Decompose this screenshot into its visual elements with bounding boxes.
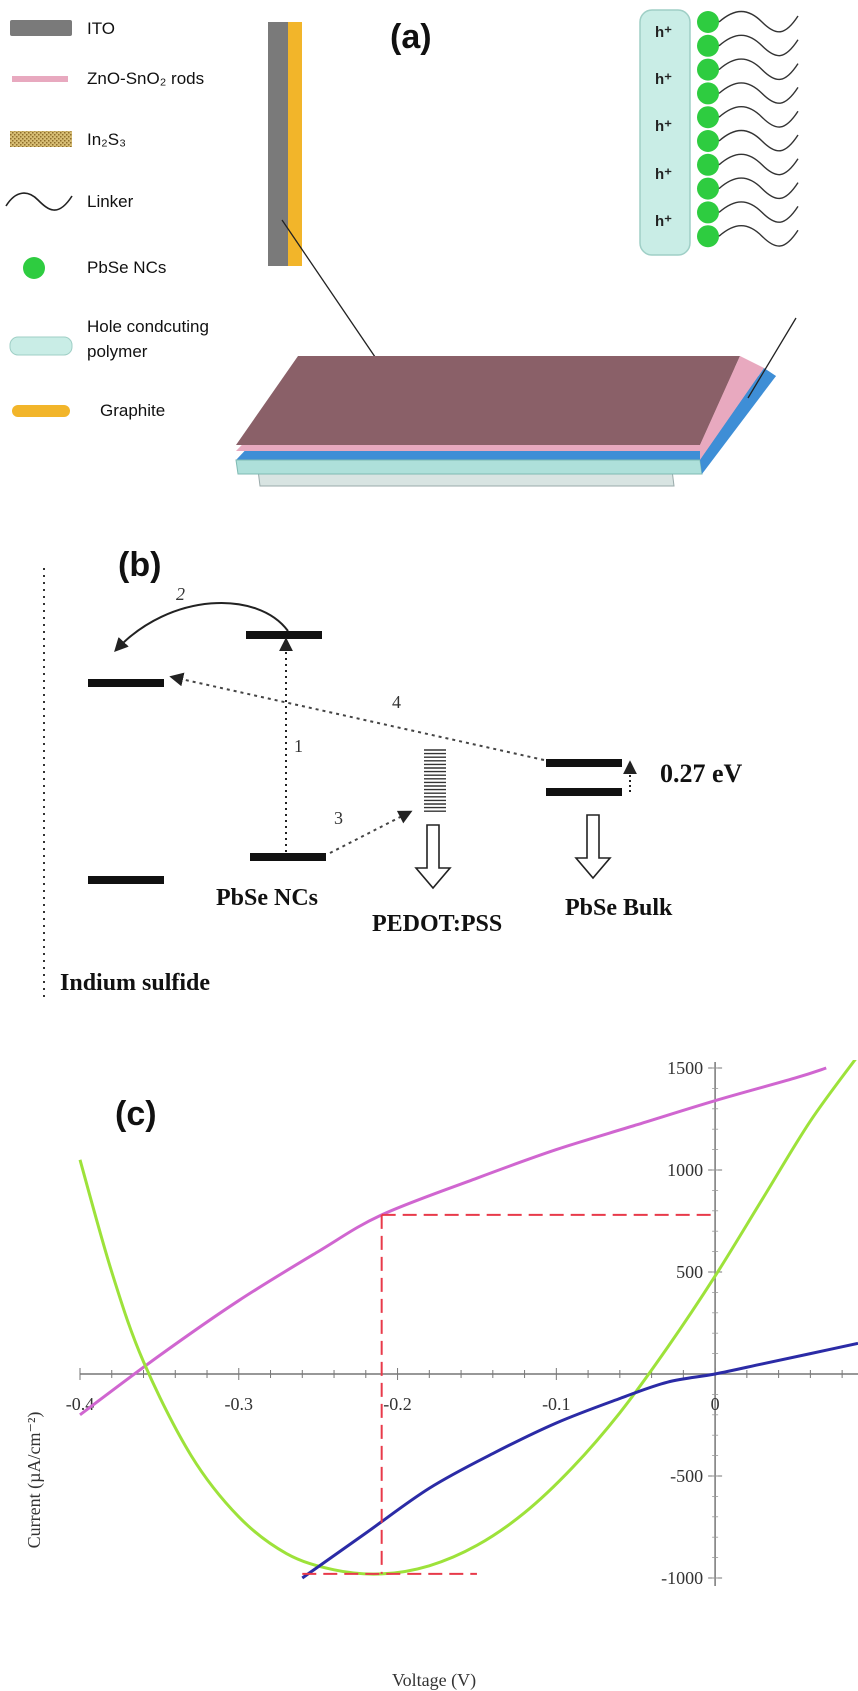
- pbse-nc: [697, 201, 719, 224]
- x-axis-title: Voltage (V): [392, 1670, 476, 1691]
- y-tick-label: -500: [670, 1466, 703, 1486]
- panel-a-figure: ITO ZnO-SnO₂ rods In₂S₃ Linker PbSe NCs …: [5, 9, 799, 487]
- linker-chain: [718, 34, 799, 57]
- x-tick-label: -0.4: [66, 1394, 95, 1414]
- pbse-bulk-down-arrow: [574, 814, 612, 880]
- x-tick-label: -0.2: [383, 1394, 412, 1414]
- panel-b-letter: (b): [118, 546, 161, 584]
- hole-label: h⁺: [655, 118, 672, 135]
- energy-gap-label: 0.27 eV: [660, 759, 743, 788]
- legend-in2s3-label: In₂S₃: [87, 130, 126, 149]
- y-tick-label: 500: [676, 1262, 703, 1282]
- linker-chain: [718, 10, 799, 33]
- legend-ito-label: ITO: [87, 19, 115, 38]
- pointer-line-right: [747, 317, 797, 399]
- panel-c: (c) -0.4 -0.3 -0.2 -0.1 0 -1000 -500 500 1000 150…: [0, 1060, 858, 1691]
- linker-chain: [718, 153, 799, 176]
- linker-chain: [718, 82, 799, 104]
- x-tick-label: -0.1: [542, 1394, 571, 1414]
- ito-swatch: [10, 20, 72, 36]
- pbse-bulk-lower-level: [546, 788, 622, 796]
- pbse-nc: [697, 34, 719, 57]
- graphite-swatch: [12, 405, 70, 417]
- indium-sulfide-cb-level: [88, 679, 164, 687]
- pbse-bulk-caption: PbSe Bulk: [565, 895, 673, 921]
- linker-chain: [718, 129, 799, 152]
- linker-chain: [718, 106, 799, 128]
- linker-chain: [718, 58, 799, 81]
- panel-c-letter: (c): [115, 1095, 157, 1133]
- pedot-levels: [424, 749, 446, 812]
- step-label-1: 1: [294, 736, 303, 756]
- legend: ITO ZnO-SnO₂ rods In₂S₃ Linker PbSe NCs …: [5, 19, 209, 420]
- hole-label: h⁺: [655, 71, 672, 88]
- linker-chains: [718, 10, 799, 247]
- step-label-2: 2: [176, 584, 185, 604]
- pbse-nc: [697, 177, 719, 200]
- chart-layer: -0.4 -0.3 -0.2 -0.1 0 -1000 -500 500 1000 1500: [66, 1060, 858, 1588]
- panel-a-letter: (a): [390, 18, 432, 56]
- x-tick-label: -0.3: [225, 1394, 254, 1414]
- y-tick-label: 1000: [667, 1160, 703, 1180]
- indium-sulfide-vb-level: [88, 876, 164, 884]
- pbse-nc: [697, 106, 719, 129]
- pbse-bulk-upper-level: [546, 759, 622, 767]
- hole-polymer-swatch: [9, 336, 73, 356]
- pbse-ncs-caption: PbSe NCs: [216, 885, 318, 911]
- panel-b: (b) 2 1 4 3 0.27 eV PbSe NCs PEDOT:PSS P…: [0, 540, 858, 1060]
- pbse-nc-upper-level: [246, 631, 322, 639]
- linker-chain: [718, 201, 799, 223]
- series-line-3: [301, 1341, 858, 1580]
- panel-a: ITO ZnO-SnO₂ rods In₂S₃ Linker PbSe NCs …: [0, 0, 858, 540]
- panel-b-figure: (b) 2 1 4 3 0.27 eV PbSe NCs PEDOT:PSS P…: [43, 546, 743, 1002]
- linker-swatch: [5, 192, 73, 211]
- arrow-4: [169, 672, 545, 761]
- pbse-nc: [697, 153, 719, 176]
- pbse-nc: [697, 130, 719, 152]
- pbse-nc-column: [697, 11, 719, 248]
- step-label-4: 4: [392, 692, 401, 712]
- pbse-nc: [697, 225, 719, 248]
- series-line-2: [78, 1060, 857, 1576]
- legend-pbse-ncs-label: PbSe NCs: [87, 258, 166, 277]
- y-axis-title: Current (µA/cm⁻²): [24, 1412, 45, 1549]
- legend-hole-polymer-label-line2: polymer: [87, 342, 148, 361]
- linker-chain: [718, 177, 799, 200]
- pbse-nc-lower-level: [250, 853, 326, 861]
- pbse-nc: [697, 11, 719, 33]
- legend-zno-sno2-label: ZnO-SnO₂ rods: [87, 69, 204, 88]
- pedot-down-arrow: [414, 824, 452, 890]
- legend-hole-polymer-label-line1: Hole condcuting: [87, 317, 209, 336]
- hole-label: h⁺: [655, 24, 672, 41]
- electrode-strip: [268, 22, 302, 266]
- pbse-nc: [697, 82, 719, 105]
- hole-label: h⁺: [655, 166, 672, 183]
- series-line-1: [79, 1066, 827, 1417]
- device-stack: [235, 356, 776, 487]
- x-tick-label: 0: [711, 1394, 720, 1414]
- arrow-3: [329, 810, 413, 854]
- linker-chain: [718, 225, 799, 247]
- arrow-2: [114, 602, 289, 653]
- pedot-caption: PEDOT:PSS: [372, 911, 502, 937]
- y-tick-label: 1500: [667, 1060, 703, 1078]
- pbse-nc-swatch: [23, 257, 45, 279]
- pbse-nc: [697, 58, 719, 81]
- hole-labels: h⁺ h⁺ h⁺ h⁺ h⁺: [655, 24, 672, 230]
- hole-polymer-layer: [639, 9, 691, 256]
- y-tick-label: -1000: [661, 1568, 703, 1588]
- legend-linker-label: Linker: [87, 192, 134, 211]
- indium-sulfide-caption: Indium sulfide: [60, 970, 210, 996]
- iv-chart: (c) -0.4 -0.3 -0.2 -0.1 0 -1000 -500 500 1000 150…: [24, 1060, 858, 1691]
- in2s3-swatch: [10, 131, 72, 147]
- zno-sno2-swatch: [12, 76, 68, 82]
- legend-graphite-label: Graphite: [100, 401, 165, 420]
- pointer-line-left: [281, 219, 389, 377]
- hole-label: h⁺: [655, 213, 672, 230]
- step-label-3: 3: [334, 808, 343, 828]
